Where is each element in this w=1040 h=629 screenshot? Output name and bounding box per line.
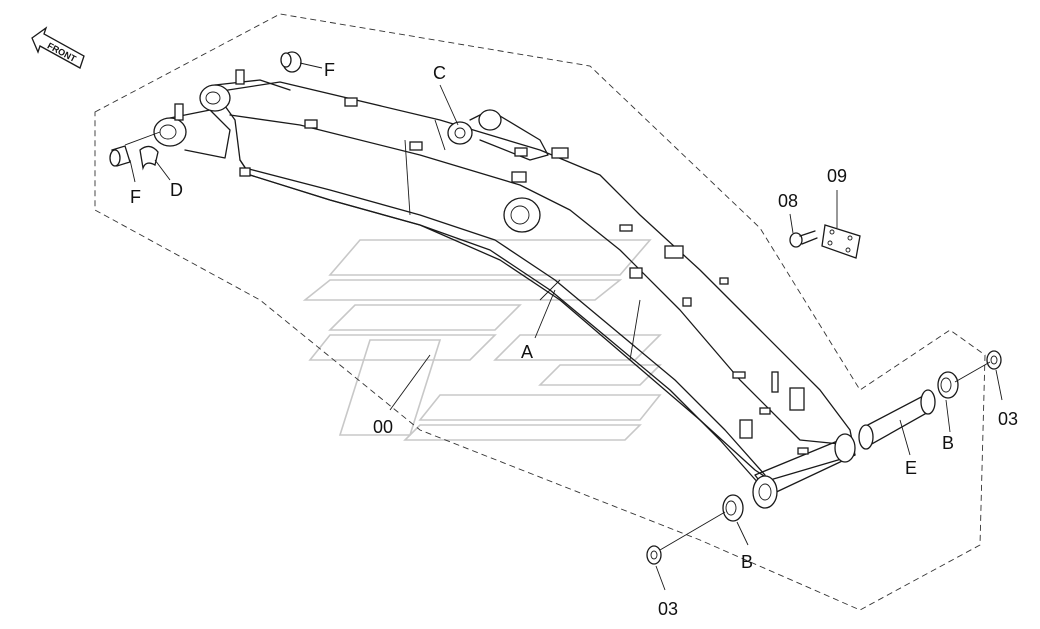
bushing-f-left [109, 145, 131, 167]
callout-c: C [433, 63, 446, 83]
callout-09: 09 [827, 166, 847, 186]
pin-e [858, 389, 936, 450]
callout-d: D [170, 180, 183, 200]
bushing-b-right [937, 371, 959, 399]
callout-b-bottom: B [741, 552, 753, 572]
callout-00: 00 [373, 417, 393, 437]
washer-03-bottom [646, 545, 662, 565]
callout-b-right: B [942, 433, 954, 453]
plate-09 [821, 224, 861, 259]
shim-d [139, 145, 159, 171]
callout-e: E [905, 458, 917, 478]
bushing-f-top [280, 51, 302, 73]
callout-f-left: F [130, 187, 141, 207]
front-arrow-icon: FRONT [31, 26, 85, 69]
leader-lines [124, 62, 1003, 591]
assembly-boundary [94, 13, 986, 611]
callout-a: A [521, 342, 533, 362]
callout-03-right: 03 [998, 409, 1018, 429]
callout-f-top: F [324, 60, 335, 80]
callout-08: 08 [778, 191, 798, 211]
washer-03-right [986, 350, 1002, 370]
bushing-b-bottom [722, 494, 744, 522]
callout-03-bottom: 03 [658, 599, 678, 619]
boom-body [153, 69, 856, 509]
bolt-08 [789, 230, 818, 248]
